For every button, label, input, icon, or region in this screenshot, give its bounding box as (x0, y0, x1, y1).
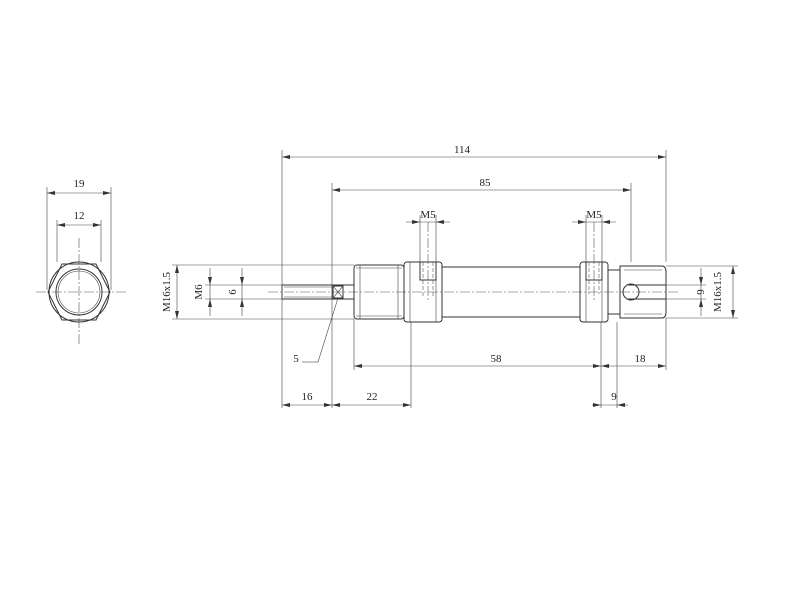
port-m5-right-label: M5 (586, 209, 602, 221)
dim-58-label: 58 (491, 353, 503, 365)
end-view (36, 187, 126, 345)
dim-22-label: 22 (367, 391, 378, 403)
dim-85-label: 85 (480, 177, 492, 189)
dimension-lines (172, 150, 738, 408)
dim-19-label: 19 (74, 178, 86, 190)
thread-right-label: M16x1.5 (712, 271, 724, 312)
side-view (268, 222, 680, 323)
clevis-width-label: 6 (694, 289, 706, 295)
rod-thread-label: M6 (193, 284, 205, 300)
dim-18-label: 18 (635, 353, 647, 365)
dim-12-label: 12 (74, 210, 85, 222)
balloon-5-label: 5 (293, 353, 299, 365)
rod-diameter-label: 6 (227, 289, 239, 295)
port-m5-left-label: M5 (420, 209, 436, 221)
dim-114-label: 114 (454, 144, 471, 156)
thread-left-label: M16x1.5 (161, 271, 173, 312)
dim-16-label: 16 (302, 391, 314, 403)
dim-9-label: 9 (611, 391, 617, 403)
